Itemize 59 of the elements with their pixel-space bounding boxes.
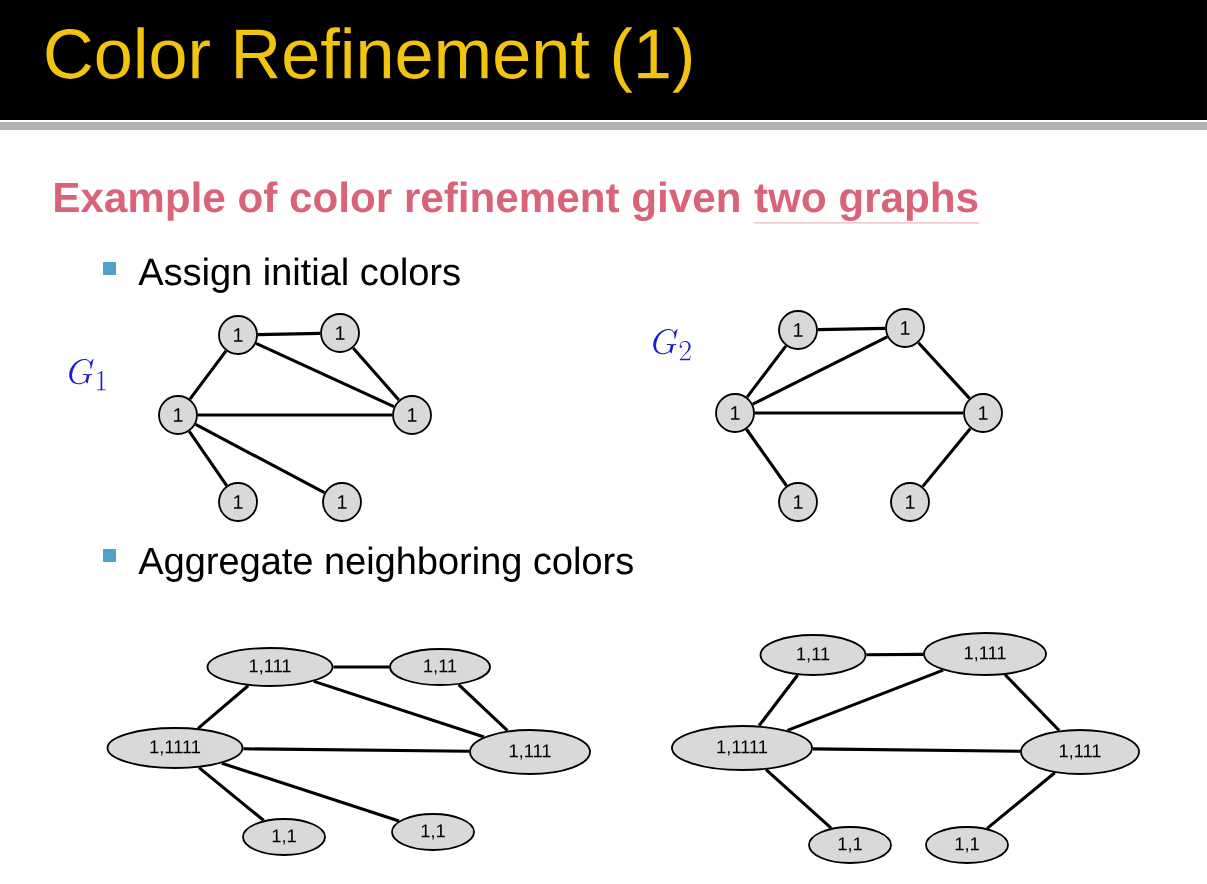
- edge: [757, 674, 799, 727]
- graph-node: 1,11: [389, 648, 491, 686]
- graph-node: 1: [218, 315, 258, 355]
- edge: [188, 430, 228, 487]
- edge: [817, 326, 886, 332]
- edge: [754, 411, 964, 415]
- graph-label: $G_1$: [69, 358, 106, 391]
- graph-node: 1,11: [759, 634, 867, 676]
- edge: [1004, 673, 1061, 732]
- graph-node: 1,1: [808, 826, 892, 864]
- subtitle: Example of color refinement given: [55, 181, 739, 221]
- edge: [917, 341, 971, 400]
- edge: [197, 684, 250, 730]
- graph-node: 1: [778, 482, 818, 522]
- edge: [921, 427, 972, 488]
- edge: [313, 679, 485, 739]
- graph-node: 1: [158, 395, 198, 435]
- graph-node: 1,111: [206, 647, 334, 687]
- graph-node: 1,111: [469, 729, 591, 775]
- edge: [986, 771, 1056, 830]
- edge: [745, 344, 788, 399]
- bullet-text: Aggregate neighboring colors: [138, 546, 633, 582]
- graph-node: 1,1111: [671, 725, 813, 771]
- edge: [752, 335, 888, 406]
- graph-node: 1,1: [391, 813, 475, 851]
- graph-node: 1: [890, 482, 930, 522]
- edge: [786, 668, 944, 732]
- graph-node: 1,1: [925, 826, 1009, 864]
- edge: [197, 413, 393, 417]
- graph-node: 1,1111: [106, 727, 244, 769]
- edge: [866, 652, 924, 657]
- edge: [194, 422, 326, 495]
- graph-node: 1,111: [923, 632, 1047, 676]
- edge: [352, 346, 401, 402]
- graph-node: 1: [320, 313, 360, 353]
- graph-label: $G_2$: [653, 328, 691, 361]
- graph-node: 1,111: [1020, 729, 1140, 775]
- graph-node: 1: [715, 393, 755, 433]
- edge: [243, 747, 470, 753]
- graph-node: 1: [392, 395, 432, 435]
- edge: [198, 766, 265, 822]
- edge: [188, 350, 228, 400]
- edge: [765, 768, 833, 830]
- graph-node: 1: [218, 482, 258, 522]
- graph-node: 1: [322, 482, 362, 522]
- title-banner: Color Refinement (1): [0, 0, 1207, 120]
- graph-node: 1: [963, 393, 1003, 433]
- graph-node: 1: [885, 308, 925, 348]
- bullet-text: Assign initial colors: [138, 257, 460, 293]
- edge: [257, 331, 321, 337]
- edge: [745, 428, 788, 487]
- edge: [812, 747, 1021, 753]
- edge: [457, 683, 509, 732]
- edge: [333, 665, 390, 669]
- edge: [221, 761, 400, 823]
- graph-node: 1,1: [242, 818, 326, 856]
- subtitle-link: two graphs: [753, 181, 980, 224]
- graph-node: 1: [778, 310, 818, 350]
- edge: [255, 341, 395, 409]
